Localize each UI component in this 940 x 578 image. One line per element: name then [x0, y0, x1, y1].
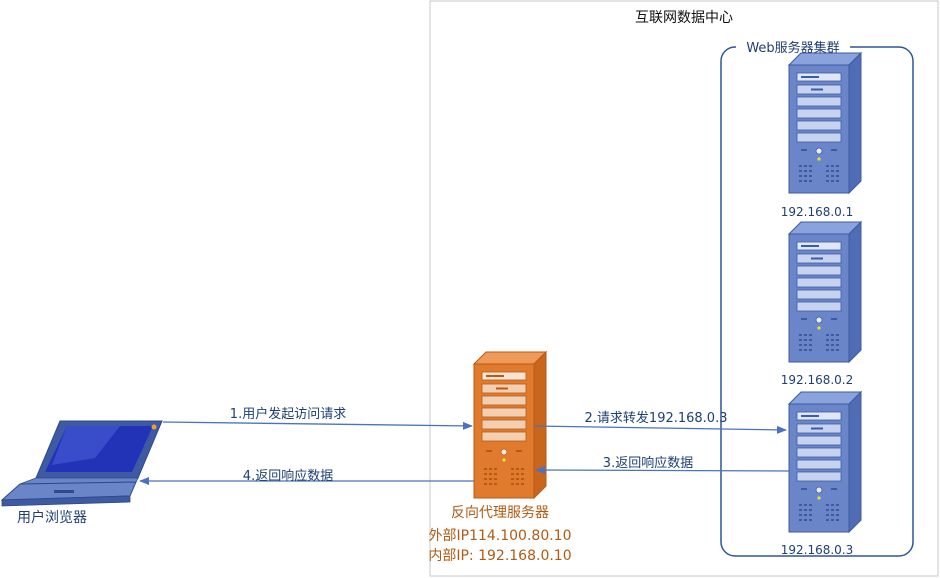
arrow-response-from-server: [535, 466, 790, 475]
web-server-2-icon: [788, 221, 862, 363]
cluster-title: Web服务器集群: [746, 40, 839, 56]
datacenter-frame: [429, 0, 939, 577]
laptop-icon: [0, 420, 163, 507]
proxy-name: 反向代理服务器: [451, 505, 549, 521]
arrow-request: [162, 421, 473, 430]
arrow-forward: [533, 425, 787, 434]
web-server-2-ip: 192.168.0.2: [781, 373, 854, 387]
web-server-1-ip: 192.168.0.1: [781, 205, 854, 219]
web-server-1-icon: [788, 52, 862, 194]
client-label: 用户浏览器: [17, 509, 87, 526]
web-server-3-icon: [788, 391, 862, 533]
proxy-external-ip: 外部IP114.100.80.10: [429, 528, 572, 544]
datacenter-title: 互联网数据中心: [635, 10, 733, 26]
proxy-internal-ip: 内部IP: 192.168.0.10: [428, 548, 571, 564]
arrow-forward-label: 2.请求转发192.168.0.3: [585, 410, 728, 426]
arrow-request-label: 1.用户发起访问请求: [230, 406, 346, 422]
proxy-server-icon: [473, 351, 547, 499]
arrow-response-to-client-label: 4.返回响应数据: [243, 468, 333, 484]
arrow-response-from-server-label: 3.返回响应数据: [603, 455, 693, 471]
cluster-title-mask: [736, 39, 850, 55]
web-server-3-ip: 192.168.0.3: [781, 543, 854, 557]
